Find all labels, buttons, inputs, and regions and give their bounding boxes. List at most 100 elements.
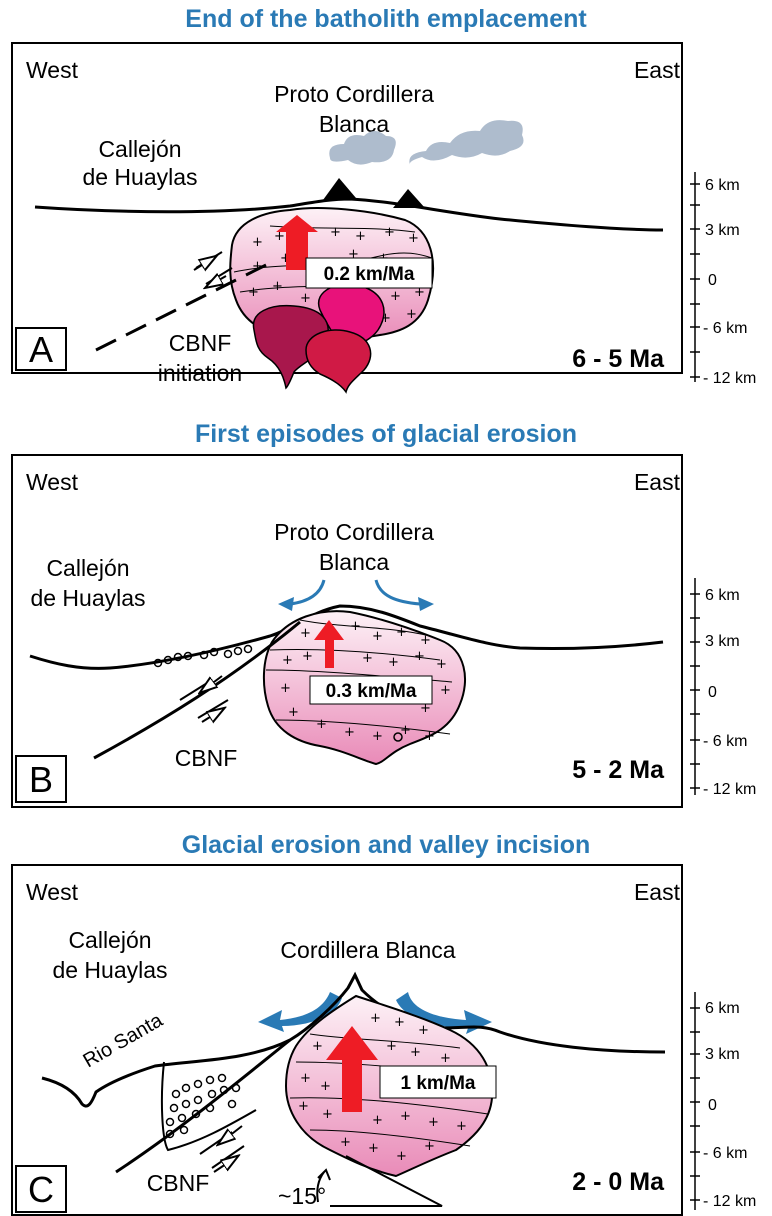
valley-label-line1: Callejón [68,927,151,953]
svg-text:+: + [362,651,373,666]
depth-tick-label: 3 km [705,633,740,650]
fault-slip-arrow [212,276,227,284]
svg-text:+: + [298,1099,309,1114]
svg-text:+: + [370,1011,381,1026]
svg-text:+: + [428,1115,439,1130]
depth-tick-label: - 6 km [703,320,747,337]
svg-text:+: + [288,705,299,720]
west-label: West [26,57,79,83]
east-label: East [634,469,681,495]
depth-scale [690,578,700,795]
fault-trace [95,263,267,352]
range-label-line1: Proto Cordillera [274,81,434,107]
magma-body [305,329,372,394]
svg-text:+: + [252,235,263,250]
svg-text:+: + [400,723,411,738]
fault-label-line1: CBNF [169,330,232,356]
depth-tick-label: - 12 km [703,781,756,798]
svg-text:+: + [394,1015,405,1030]
age-label: 5 - 2 Ma [572,756,665,784]
rate-box [379,1065,497,1099]
west-label: West [26,469,79,495]
svg-text:+: + [322,1107,333,1122]
svg-text:+: + [344,725,355,740]
svg-text:+: + [390,289,401,304]
valley-label-line2: de Huaylas [52,957,167,983]
uplift-rate: 0.3 km/Ma [326,681,417,702]
svg-text:+: + [420,701,431,716]
svg-text:+: + [300,291,311,306]
topography-line [34,197,664,232]
panel-b-title: First episodes of glacial erosion [195,420,577,448]
rate-box [309,675,433,705]
uplift-arrow-icon [326,1026,378,1112]
topography-line [41,971,666,1108]
east-label: East [634,879,681,905]
svg-text:+: + [408,231,419,246]
panel-letter-box [15,327,67,371]
foliation-line [299,619,431,637]
svg-text:+: + [300,626,311,641]
svg-text:+: + [384,225,395,240]
age-label: 2 - 0 Ma [572,1168,665,1196]
fault-label: CBNF [147,1170,210,1196]
fault-label-line2: initiation [158,360,242,386]
depth-tick-label: 6 km [705,587,740,604]
dip-angle-label: ~15° [278,1183,326,1209]
svg-text:+: + [406,307,417,322]
fault-slip-arrow [193,260,210,270]
svg-text:+: + [340,1135,351,1150]
svg-text:+: + [312,1039,323,1054]
age-label: 6 - 5 Ma [572,345,665,373]
svg-text:+: + [424,729,435,744]
erosion-arrow-icon [278,597,294,611]
fault-label: CBNF [175,745,238,771]
erosion-arrow-icon [396,992,492,1034]
svg-text:+: + [368,1141,379,1156]
svg-text:+: + [372,729,383,744]
erosion-arrow-icon [374,579,421,606]
fault-trace [115,1038,291,1174]
svg-text:+: + [396,625,407,640]
foliation-line [309,1129,471,1147]
fault-trace [93,620,301,760]
depth-tick-label: 0 [708,684,717,701]
glacial-deposit-icon [393,732,403,742]
svg-text:+: + [436,657,447,672]
svg-text:+: + [248,285,259,300]
depth-tick-label: 3 km [705,222,740,239]
range-label-line2: Blanca [319,549,390,575]
range-label-line1: Proto Cordillera [274,519,434,545]
dip-angle-lines [330,1155,443,1207]
valley-label-line1: Callejón [46,555,129,581]
uplift-rate: 0.2 km/Ma [324,264,415,285]
svg-text:+: + [396,1149,407,1164]
svg-text:+: + [418,1023,429,1038]
uplift-arrow-icon [276,215,318,270]
fault-slip-arrow [224,1125,243,1140]
smoke-icon [329,131,396,165]
svg-text:+: + [372,1113,383,1128]
fault-slip-arrow [213,1160,232,1173]
erosion-arrow-icon [258,992,342,1032]
depth-tick-label: 3 km [705,1046,740,1063]
panel-letter-box [15,1165,67,1213]
smoke-icon [409,120,524,165]
rate-box [305,257,433,289]
depth-tick-label: - 6 km [703,1145,747,1162]
svg-text:+: + [272,279,283,294]
topography-line [29,604,664,670]
valley-label-line2: de Huaylas [82,164,197,190]
erosion-arrow-icon [418,597,434,611]
magma-body [252,304,329,390]
svg-text:+: + [282,653,293,668]
depth-tick-label: 6 km [705,1000,740,1017]
foliation-line [309,1033,461,1049]
panel-letter: C [28,1169,54,1210]
svg-text:+: + [386,1039,397,1054]
svg-text:+: + [330,225,341,240]
svg-text:+: + [424,1139,435,1154]
svg-text:+: + [350,619,361,634]
erosion-arrow-icon [289,579,326,606]
svg-text:+: + [302,649,313,664]
